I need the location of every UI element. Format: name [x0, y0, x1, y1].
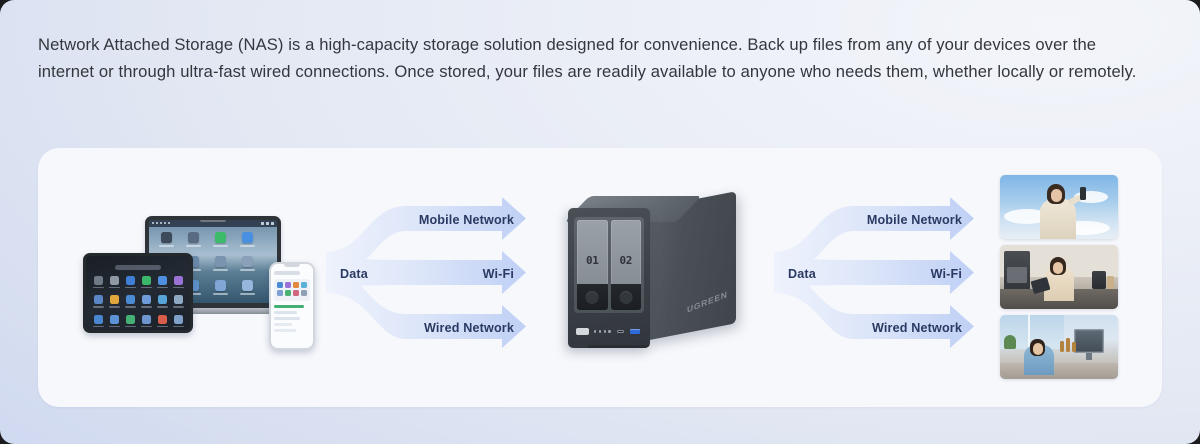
ribbon-wifi	[326, 251, 526, 294]
flow-arrows-downstream: Data Mobile Network Wi-Fi Wired Network	[774, 196, 1006, 354]
laptop-menubar	[149, 220, 277, 227]
flow-label-wired-network-right: Wired Network	[871, 321, 962, 335]
flow-label-wifi-right: Wi-Fi	[930, 267, 962, 281]
drive-bay-01: 01	[577, 220, 608, 310]
flow-label-mobile-network-left: Mobile Network	[418, 213, 514, 227]
usage-scenario-photos	[1000, 175, 1118, 381]
drive-bay-label-01: 01	[586, 254, 599, 267]
ribbon-wifi	[774, 251, 974, 294]
diagram-card: Data Mobile Network Wi-Fi Wired Network …	[38, 148, 1162, 407]
tablet-device	[83, 253, 193, 333]
flow-label-wifi-left: Wi-Fi	[482, 267, 514, 281]
flow-arrows-upstream: Data Mobile Network Wi-Fi Wired Network	[326, 196, 558, 354]
intro-paragraph: Network Attached Storage (NAS) is a high…	[38, 35, 1137, 81]
flow-label-data-right: Data	[788, 267, 816, 281]
ugreen-brand-logo: UGREEN	[687, 288, 728, 315]
phone-device	[269, 262, 315, 350]
woman-taking-selfie-outdoors-photo	[1000, 175, 1118, 239]
nas-port-row	[576, 327, 642, 336]
ribbon-wired-network	[774, 268, 974, 348]
drive-bay-02: 02	[610, 220, 641, 310]
power-button-icon	[576, 328, 589, 335]
woman-at-desktop-computer-photo	[1000, 315, 1118, 379]
usb-c-port-icon	[616, 329, 624, 334]
status-led-indicators	[594, 330, 611, 333]
nas-base-foot	[588, 345, 650, 348]
usb-a-port-icon	[629, 329, 640, 334]
ribbon-mobile-network	[326, 197, 526, 277]
ribbon-wired-network	[326, 268, 526, 348]
man-using-tablet-in-kitchen-photo	[1000, 245, 1118, 309]
flow-ribbons-left-svg	[326, 197, 526, 348]
flow-label-mobile-network-right: Mobile Network	[866, 213, 962, 227]
flow-label-wired-network-left: Wired Network	[423, 321, 514, 335]
flow-label-data-left: Data	[340, 267, 368, 281]
ribbon-mobile-network	[774, 197, 974, 277]
nas-drive-faceplate: 01 02	[574, 217, 644, 313]
nas-device: UGREEN 01 02	[550, 186, 750, 371]
tablet-app-icons	[92, 276, 184, 328]
drive-latch-02	[610, 284, 641, 310]
drive-bay-label-02: 02	[619, 254, 633, 267]
client-devices-group	[83, 210, 318, 350]
flow-ribbons-right-svg	[774, 197, 974, 348]
drive-latch-01	[577, 284, 608, 310]
nas-front-panel: 01 02	[568, 208, 650, 348]
